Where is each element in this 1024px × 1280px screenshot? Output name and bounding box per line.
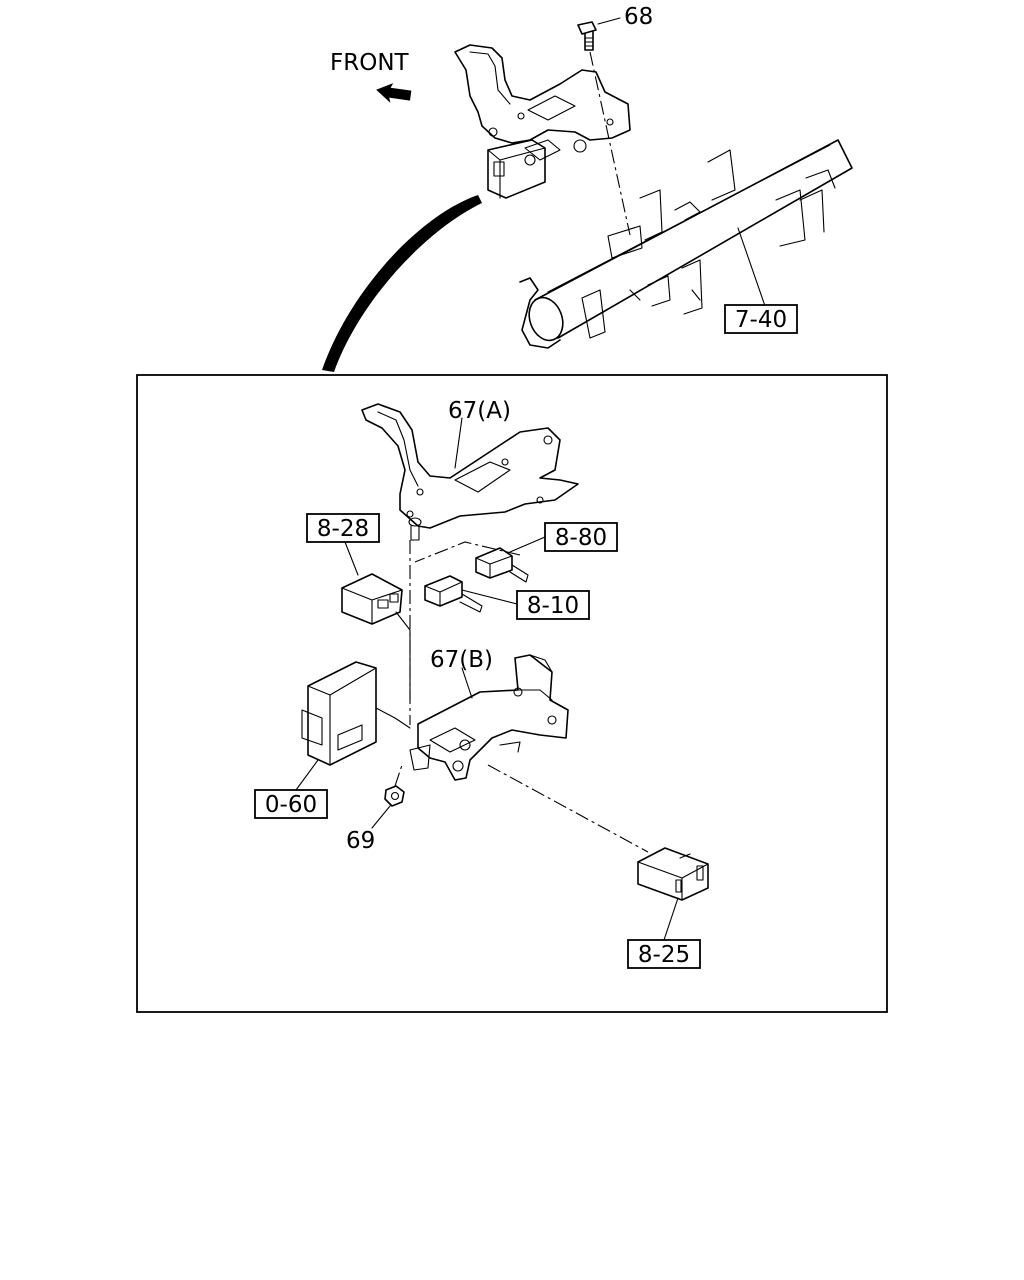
ref-label-0-60: 0-60 xyxy=(265,792,317,818)
ref-box-8-10 xyxy=(516,590,590,620)
screw-67a xyxy=(408,517,422,541)
connector-guide-line xyxy=(414,541,521,563)
relay-8-28-leader xyxy=(344,541,359,576)
ref-label-8-80: 8-80 xyxy=(555,525,607,551)
bracket-67b xyxy=(409,654,569,781)
bracket-67b-leader xyxy=(461,667,473,699)
bolt-68-leader xyxy=(597,17,621,25)
front-arrow-icon xyxy=(376,83,412,103)
ref-label-8-10: 8-10 xyxy=(527,593,579,619)
detail-view-frame xyxy=(136,374,888,1013)
callout-69: 69 xyxy=(346,828,375,854)
ref-label-7-40: 7-40 xyxy=(735,307,787,333)
nut-69 xyxy=(384,785,405,807)
bracket-67a xyxy=(361,403,579,529)
ref-label-8-28: 8-28 xyxy=(317,516,369,542)
detail-view-curved-arrow xyxy=(322,195,482,372)
control-unit-leader xyxy=(295,759,319,791)
nut-69-leader xyxy=(371,805,391,829)
bolt-68-guide-line xyxy=(589,51,631,236)
ref-box-8-25 xyxy=(627,939,701,969)
callout-67a: 67(A) xyxy=(448,398,511,424)
ref-box-8-28 xyxy=(306,513,380,543)
upper-bracket-assembly xyxy=(454,44,631,199)
front-direction-label: FRONT xyxy=(330,50,410,76)
connector-8-10 xyxy=(424,575,483,613)
nut-69-guide-line xyxy=(394,764,403,787)
connector-8-80 xyxy=(475,547,529,583)
bracket-67a-leader xyxy=(454,417,463,469)
callout-68: 68 xyxy=(624,4,653,30)
connector-8-80-leader xyxy=(509,536,546,553)
ref-label-8-25: 8-25 xyxy=(638,942,690,968)
callout-67b: 67(B) xyxy=(430,647,493,673)
relay-8-25 xyxy=(637,847,709,901)
relay-8-25-leader xyxy=(663,897,679,941)
connector-8-10-leader xyxy=(461,589,518,605)
control-unit-0-60 xyxy=(301,661,411,766)
crossmember-leader xyxy=(737,227,766,307)
ref-box-0-60 xyxy=(254,789,328,819)
relay-8-28 xyxy=(341,573,411,701)
crossmember-beam xyxy=(519,139,853,349)
ref-box-7-40 xyxy=(724,304,798,334)
relay-8-25-guide-line xyxy=(487,764,649,853)
bolt-68 xyxy=(577,21,597,51)
